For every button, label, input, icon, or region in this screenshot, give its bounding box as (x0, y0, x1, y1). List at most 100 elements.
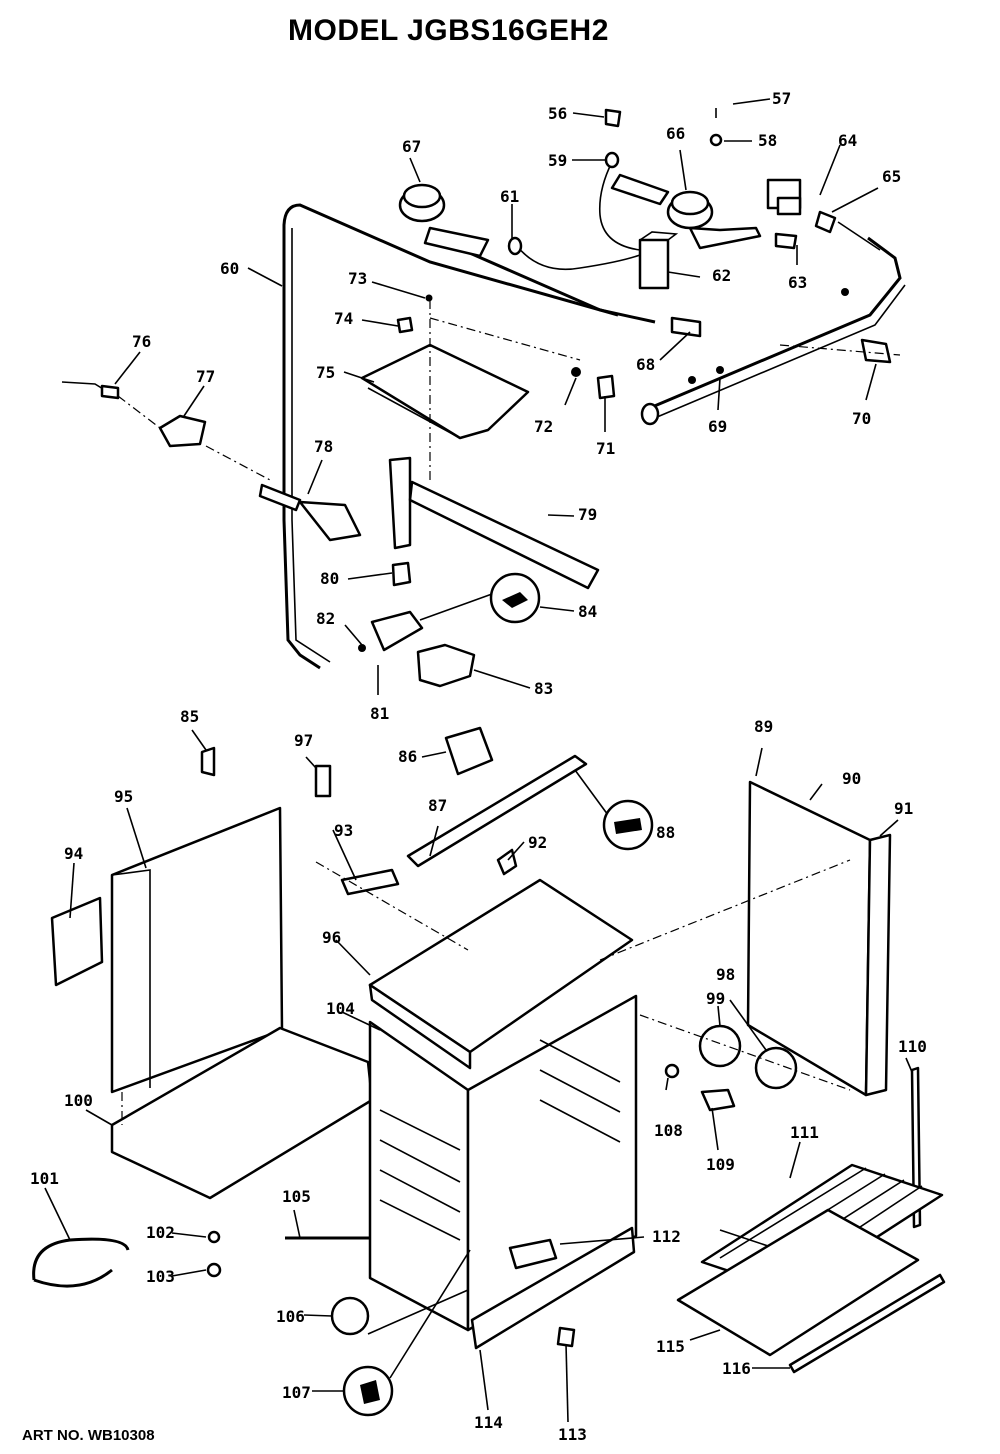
label-111: 111 (790, 1123, 819, 1142)
part-67-burner-cap (402, 183, 442, 209)
label-107: 107 (282, 1383, 311, 1402)
part-83-bracket (416, 643, 476, 688)
burner-bar (439, 238, 656, 324)
label-66: 66 (666, 124, 685, 143)
manifold-orifice-a (688, 376, 696, 384)
label-104: 104 (326, 999, 355, 1018)
part-76-terminal (100, 384, 120, 400)
part-60-gas-tube-inner (291, 228, 331, 663)
label-116: 116 (722, 1359, 751, 1378)
label-114: 114 (474, 1413, 503, 1432)
part-80-orifice (391, 561, 412, 587)
label-69: 69 (708, 417, 727, 436)
label-93: 93 (334, 821, 353, 840)
oven-side (466, 994, 638, 1332)
label-78: 78 (314, 437, 333, 456)
part-86-cover (444, 726, 494, 776)
label-87: 87 (428, 796, 447, 815)
oven-burner-stem (388, 456, 412, 550)
part-77-bracket (158, 414, 207, 448)
label-108: 108 (654, 1121, 683, 1140)
label-102: 102 (146, 1223, 175, 1242)
label-64: 64 (838, 131, 857, 150)
part-65-fitting (814, 210, 837, 234)
part-59-wire (598, 161, 641, 251)
cabinet-assembly (32, 726, 946, 1417)
label-59: 59 (548, 151, 567, 170)
part-78-bracket (298, 500, 362, 542)
part-84-line (419, 593, 493, 621)
part-79-oven-burner (408, 480, 600, 590)
label-73: 73 (348, 269, 367, 288)
label-74: 74 (334, 309, 353, 328)
part-103-foot (206, 1262, 222, 1278)
oven-rack-slots (379, 1109, 461, 1241)
part-72-nut (571, 367, 581, 377)
label-75: 75 (316, 363, 335, 382)
part-97-clip (314, 764, 332, 798)
part-88-detail-part (614, 818, 642, 834)
part-108-grommet (664, 1063, 680, 1079)
burner-shield-group (360, 294, 530, 480)
label-72: 72 (534, 417, 553, 436)
assembly-line-77 (205, 445, 271, 481)
part-58-nut (709, 133, 723, 147)
assembly-line-93 (315, 861, 469, 951)
part-116-trim (788, 1273, 946, 1374)
oven-burner-group (61, 381, 600, 688)
part-78-probe (258, 483, 302, 512)
part-75-edge (367, 387, 461, 439)
part-71-clip (596, 374, 616, 400)
part-85-bracket (200, 746, 216, 777)
label-56: 56 (548, 104, 567, 123)
label-113: 113 (558, 1425, 587, 1444)
part-65-line (837, 221, 881, 251)
burner-manifold-assembly (282, 108, 906, 670)
manifold-orifice-b (716, 366, 724, 374)
label-100: 100 (64, 1091, 93, 1110)
part-101-power-cord (32, 1237, 130, 1281)
label-82: 82 (316, 609, 335, 628)
label-109: 109 (706, 1155, 735, 1174)
label-92: 92 (528, 833, 547, 852)
assembly-line-76 (117, 395, 161, 429)
part-81-valve (370, 610, 424, 652)
part-109-clip (700, 1088, 736, 1112)
label-84: 84 (578, 602, 597, 621)
part-75-deflector (360, 343, 530, 440)
part-114-kick-panel (470, 1226, 636, 1350)
label-88: 88 (656, 823, 675, 842)
model-title: MODEL JGBS16GEH2 (288, 14, 609, 47)
part-62-top (639, 231, 679, 241)
part-69-manifold-inner (649, 284, 906, 421)
label-81: 81 (370, 704, 389, 723)
part-104-oven-front (368, 1020, 470, 1332)
part-93-bracket (340, 868, 400, 896)
part-63-orifice (774, 232, 798, 250)
label-115: 115 (656, 1337, 685, 1356)
part-61-ignition-wire (515, 244, 641, 271)
part-106-knob (330, 1296, 370, 1336)
label-71: 71 (596, 439, 615, 458)
assembly-line-90 (599, 859, 851, 961)
part-90-back-panel (746, 780, 872, 1097)
part-64-valve-base (776, 196, 802, 216)
label-99: 99 (706, 989, 725, 1008)
part-62-igniter-module (638, 238, 670, 290)
label-89: 89 (754, 717, 773, 736)
part-94-bracket (50, 896, 104, 987)
label-76: 76 (132, 332, 151, 351)
cooktop-front (368, 983, 472, 1070)
part-113-clip (556, 1326, 576, 1348)
part-82-fitting (358, 644, 366, 652)
label-101: 101 (30, 1169, 59, 1188)
label-79: 79 (578, 505, 597, 524)
label-90: 90 (842, 769, 861, 788)
part-66-burner-bracket (610, 173, 670, 206)
part-102-leg (207, 1230, 221, 1244)
label-105: 105 (282, 1187, 311, 1206)
part-61-connector (507, 236, 523, 256)
assembly-line-72 (429, 317, 581, 361)
part-67-burner-bracket (423, 226, 490, 258)
part-74-retainer (396, 316, 414, 334)
